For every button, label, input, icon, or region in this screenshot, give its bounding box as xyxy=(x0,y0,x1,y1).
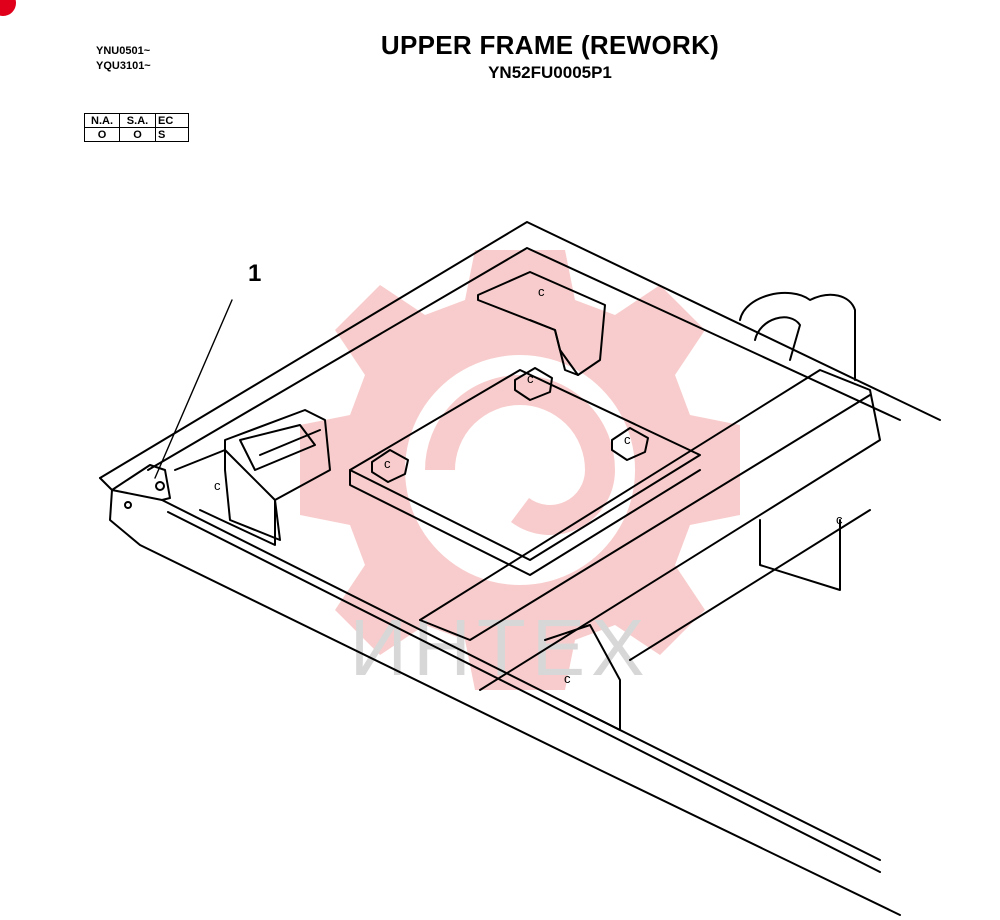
left-gusset xyxy=(174,449,276,546)
deck-outline xyxy=(99,221,941,479)
top-bracket xyxy=(529,319,579,376)
table-row: N.A. S.A. EC xyxy=(84,113,189,128)
hinge-block xyxy=(239,424,321,471)
serial-line: YNU0501~ xyxy=(96,45,151,57)
hole-mark: c xyxy=(564,671,571,686)
part-number: YN52FU0005P1 xyxy=(488,63,612,82)
hole-mark: c xyxy=(836,512,843,527)
title-block: UPPER FRAME (REWORK) YN52FU0005P1 xyxy=(300,30,800,84)
watermark-gear-icon xyxy=(300,250,740,690)
applicability-table: N.A. S.A. EC O O S xyxy=(84,113,189,142)
serial-line: YQU3101~ xyxy=(96,60,151,72)
rail-hole xyxy=(124,501,132,509)
callout-leader xyxy=(154,299,233,479)
watermark-logo xyxy=(300,250,740,690)
hole-mark: c xyxy=(624,432,631,447)
deck-inner-edge xyxy=(147,247,901,471)
table-cell: S xyxy=(155,127,189,142)
hole-mark: c xyxy=(384,456,391,471)
cross-beam xyxy=(419,369,881,691)
mount-boss xyxy=(611,427,649,461)
mount-boss xyxy=(371,449,409,483)
cross-beam xyxy=(629,509,871,661)
cross-beam xyxy=(419,394,871,641)
callout-label: 1 xyxy=(248,260,261,287)
table-cell: O xyxy=(84,127,120,142)
hole-mark: c xyxy=(527,371,534,386)
hole-mark: c xyxy=(214,478,221,493)
mount-boss xyxy=(514,367,553,401)
cross-beam-web xyxy=(759,519,841,591)
side-rail xyxy=(111,489,881,861)
page-title: UPPER FRAME (REWORK) xyxy=(380,30,720,60)
corner-mark xyxy=(0,0,16,16)
lower-gusset xyxy=(544,624,621,731)
frame-linework xyxy=(99,221,941,916)
base-plate xyxy=(349,369,701,561)
side-rail xyxy=(99,477,901,916)
table-row: O O S xyxy=(84,127,189,142)
rail-end-cap xyxy=(111,464,171,501)
rear-bracket xyxy=(739,291,856,381)
rear-bracket xyxy=(754,316,801,361)
table-header-cell: EC xyxy=(155,113,189,128)
hole-labels: c c c c c c c xyxy=(214,284,843,686)
hole-mark: c xyxy=(538,284,545,299)
base-plate-edge xyxy=(349,469,701,576)
serial-range: YNU0501~ YQU3101~ xyxy=(96,44,151,74)
side-rail xyxy=(167,511,881,873)
watermark-swirl xyxy=(425,375,616,535)
rail-hole xyxy=(155,481,165,491)
